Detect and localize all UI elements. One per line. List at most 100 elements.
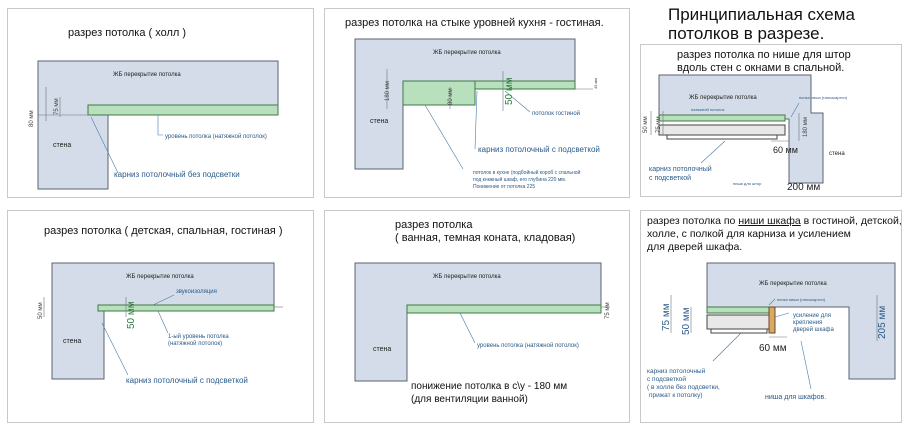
cornice-leader (474, 90, 478, 150)
panel-bedroom: разрез потолка ( детская, спальная, гост… (7, 210, 314, 423)
section-diagram: ЖБ перекрытие потолка стена 180 мм 80 мм… (354, 38, 600, 190)
kitchen-box (402, 80, 476, 106)
panel-title-line1: разрез потолка (395, 219, 473, 231)
concrete-slab (354, 262, 602, 382)
niche-shelf (658, 124, 786, 136)
insulation-label: звукоизоляция (176, 289, 217, 295)
panel-title: разрез потолка ( холл ) (68, 27, 187, 39)
insulation-leader (152, 294, 175, 306)
reinforce-label-1: усиление для (793, 313, 831, 319)
section-diagram: ЖБ перекрытие потолка стена натяжной пот… (643, 74, 848, 193)
dim-label-200: 200 мм (787, 182, 820, 193)
cornice-label-1: карниз потолочный (649, 165, 712, 173)
dim-label-75: 75 мм (656, 116, 662, 133)
cornice-label: карниз потолочный с подсветкой (126, 376, 248, 385)
dim-label-50: 50 мм (643, 116, 649, 133)
stretch-ceiling (87, 104, 279, 116)
stretch-label: натяжной потолок (691, 107, 725, 112)
door-reinforcement (768, 306, 776, 334)
panel-title: разрез потолка ( детская, спальная, гост… (44, 225, 283, 237)
wardrobe-leader (800, 340, 812, 390)
cornice-leader (101, 322, 129, 376)
niche-leader (790, 102, 800, 118)
slab-label: ЖБ перекрытие потолка (759, 281, 827, 287)
kitchen-note-1: потолок в кухне (подбойный короб с спаль… (473, 169, 581, 176)
ceiling-leader (459, 312, 476, 344)
section-diagram: ЖБ перекрытие потолка стена 50 мм 50 мм … (38, 262, 283, 385)
niche-shelf (706, 314, 770, 330)
panel-bathroom: разрез потолка ( ванная, темная коната, … (324, 210, 630, 423)
slab-label: ЖБ перекрытие потолка (126, 274, 194, 280)
bathroom-note-line1: понижение потолка в с\у - 180 мм (411, 381, 568, 392)
dim-label-180: 180 мм (385, 81, 391, 101)
niche-level-label: полка ниши (гипсокартон) (777, 297, 826, 302)
dim-label-205: 205 мм (877, 306, 888, 339)
dim-label-80: 80 мм (29, 110, 35, 127)
wall-label: стена (829, 151, 845, 157)
cornice-label: карниз потолочный с подсветкой (478, 145, 600, 154)
curtain-cornice (666, 134, 778, 140)
dim-label-75: 75 мм (661, 303, 672, 331)
dim-label-50: 50 мм (126, 301, 137, 329)
dim-label-75: 75 мм (605, 302, 611, 319)
slab-label: ЖБ перекрытие потолка (433, 274, 501, 280)
dim-label-50: 50 мм (504, 77, 515, 105)
title-part-3: в гостиной, детской, (800, 215, 902, 227)
panel-hall: разрез потолка ( холл ) ЖБ перекрытие по… (7, 8, 314, 198)
wall-label: стена (373, 346, 391, 353)
panel-wardrobe-niche: разрез потолка по ниши шкафа в гостиной,… (640, 210, 902, 423)
cornice-leader (712, 332, 742, 362)
panel-title-line2: холле, с полкой для карниза и усилением (647, 228, 851, 240)
wall-label: стена (370, 118, 388, 125)
niche-leader (768, 298, 776, 306)
reinforce-label-2: крепления (793, 320, 822, 326)
section-diagram: ЖБ перекрытие потолка полка ниши (гипсок… (647, 262, 896, 401)
dim-label-180: 180 мм (803, 117, 809, 137)
dim-label-50: 50 мм (681, 307, 692, 335)
level-label-2: (натяжной потолок) (168, 340, 222, 347)
living-leader (504, 90, 531, 113)
cornice-label-2: с подсветкой (649, 174, 691, 182)
niche-level-label: полка ниши (гипсокартон) (799, 95, 848, 100)
kitchen-note-3: Понижение от потолка 225 (473, 184, 535, 190)
level-leader (157, 310, 169, 334)
concrete-slab (51, 262, 275, 380)
stretch-ceiling (658, 114, 786, 122)
panel-title: разрез потолка на стыке уровней кухня - … (345, 17, 604, 29)
level-label-1: 1-ый уровень потолка (168, 333, 229, 340)
panel-title-line3: для дверей шкафа. (647, 241, 743, 253)
slab-label: ЖБ перекрытие потолка (689, 95, 757, 101)
cornice-leader (700, 140, 726, 164)
title-part-underlined: ниши шкафа (738, 215, 801, 227)
cornice-label-3: ( в холле без подсветки, (647, 383, 720, 391)
insulation-layer (97, 304, 275, 312)
section-diagram: ЖБ перекрытие потолка стена 75 мм уровен… (354, 262, 611, 382)
ceiling-leader (157, 115, 163, 136)
wall-label: стена (63, 338, 81, 345)
living-ceiling-label: потолок гостиной (532, 110, 580, 117)
dim-label-80: 80 мм (448, 88, 454, 105)
cornice-label-2: с подсветкой (647, 375, 686, 383)
dim-label-60: 60 мм (773, 145, 798, 155)
cornice-strip (710, 328, 768, 334)
cornice-label-4: прижат к потолку) (649, 392, 703, 399)
stretch-ceiling (406, 304, 602, 314)
ceiling-level-label: уровень потолка (натяжной потолок) (165, 133, 267, 140)
reinforce-label-3: дверей шкафа (793, 326, 834, 333)
panel-curtain-niche: разрез потолка по нише для штор вдоль ст… (640, 44, 902, 197)
dim-label-60: 60 мм (759, 343, 787, 354)
wardrobe-niche-label: ниша для шкафов. (765, 394, 826, 401)
wall-label: стена (53, 142, 71, 149)
dim-label-75: 75 мм (54, 98, 60, 115)
slab-label: ЖБ перекрытие потолка (433, 50, 501, 56)
panel-kitchen-living: разрез потолка на стыке уровней кухня - … (324, 8, 630, 198)
panel-title-line1: разрез потолка по ниши шкафа в гостиной,… (647, 215, 902, 227)
panel-title-line2: ( ванная, темная коната, кладовая) (395, 232, 576, 244)
stretch-ceiling (706, 306, 770, 314)
section-diagram: ЖБ перекрытие потолка стена 80 мм 75 мм … (29, 60, 279, 190)
curtain-niche-label: ниша для штор (733, 181, 762, 186)
dim-label-50-small: 50 мм (38, 302, 44, 319)
living-ceiling (474, 80, 576, 90)
kitchen-note-2: под кнкжный шкаф, его глубина 220 мм. (473, 176, 566, 183)
slab-label: ЖБ перекрытие потолка (113, 72, 181, 78)
